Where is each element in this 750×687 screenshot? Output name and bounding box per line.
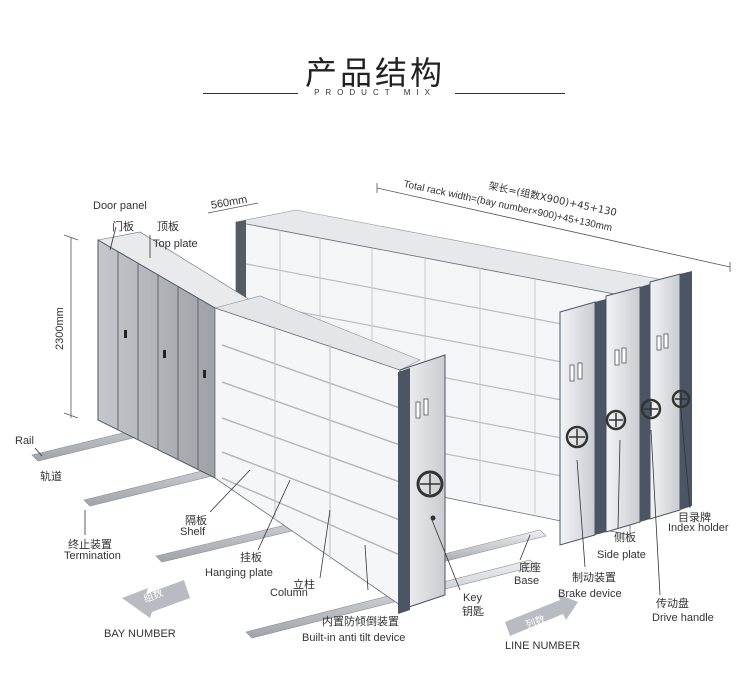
- bay-number-arrow: [122, 580, 190, 618]
- label-door-panel-zh: 门板: [112, 220, 134, 233]
- label-hanging-zh: 挂板: [240, 551, 262, 564]
- leader-lines: [34, 226, 691, 596]
- label-rail-en: Rail: [15, 435, 34, 447]
- label-index-zh: 目录牌: [678, 511, 711, 524]
- label-side-en: Side plate: [597, 549, 646, 561]
- label-termination-zh: 终止装置: [68, 538, 112, 551]
- label-index-en: Index holder: [668, 522, 729, 534]
- label-handle-zh: 传动盘: [656, 597, 689, 610]
- label-bay-number: BAY NUMBER: [104, 628, 176, 640]
- label-termination-en: Termination: [64, 550, 121, 562]
- label-top-plate-en: Top plate: [153, 238, 198, 250]
- door-cabinet: [97, 231, 251, 479]
- label-side-zh: 侧板: [614, 531, 636, 544]
- label-base-zh: 底座: [519, 561, 541, 574]
- front-shelving-unit: [213, 295, 446, 614]
- label-shelf-zh: 隔板: [185, 514, 207, 527]
- label-top-plate-zh: 顶板: [157, 220, 179, 233]
- label-antitilt-en: Built-in anti tilt device: [302, 632, 406, 644]
- page-title: 产品结构: [304, 54, 445, 92]
- dimension-lines: [63, 183, 731, 419]
- label-column-zh: 立柱: [293, 578, 315, 591]
- label-base-en: Base: [514, 575, 540, 587]
- label-brake-en: Brake device: [558, 588, 622, 600]
- label-antitilt-zh: 内置防倾倒装置: [322, 615, 399, 628]
- label-rail-zh: 轨道: [40, 470, 62, 483]
- title-rule-right: [455, 93, 565, 94]
- label-handle-en: Drive handle: [652, 612, 714, 624]
- label-brake-zh: 制动装置: [572, 571, 616, 584]
- label-key-en: Key: [463, 592, 482, 604]
- label-line-number: LINE NUMBER: [505, 640, 581, 652]
- label-column-en: Column: [270, 587, 308, 599]
- page-subtitle: PRODUCT MIX: [314, 88, 436, 97]
- label-door-panel-en: Door panel: [93, 200, 147, 212]
- line-number-arrow: [505, 594, 578, 636]
- label-height: 2300mm: [54, 307, 66, 350]
- label-shelf-en: Shelf: [180, 526, 206, 538]
- label-hanging-en: Hanging plate: [205, 567, 273, 579]
- label-key-zh: 钥匙: [462, 605, 484, 618]
- title-rule-left: [203, 93, 298, 94]
